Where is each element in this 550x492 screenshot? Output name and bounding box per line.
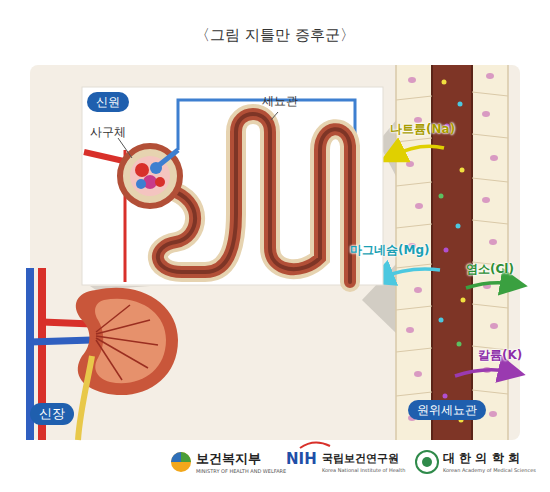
kidney	[30, 268, 178, 440]
logo-subtext: MINISTRY OF HEALTH AND WELFARE	[196, 468, 286, 474]
tag-text: 원위세뇨관	[417, 403, 477, 417]
panel	[30, 65, 520, 440]
ion-label: 나트륨(Na)	[390, 122, 455, 136]
magnesium-arrow	[380, 269, 440, 278]
logo-marks	[171, 442, 438, 473]
inset-panel	[82, 87, 383, 285]
ion-label: 마그네슘(Mg)	[350, 243, 430, 257]
tag-text: 신원	[96, 95, 120, 109]
part-label: 세뇨관	[262, 94, 298, 108]
logo-subtext: Korean Academy of Medical Sciences	[443, 467, 536, 473]
logo-text: 대 한 의 학 회	[443, 451, 520, 465]
leader-line	[271, 112, 278, 120]
tag-text: 신장	[39, 406, 65, 421]
potassium-arrow	[455, 370, 512, 376]
logo-text: NIH	[286, 450, 317, 468]
nephron	[84, 100, 355, 282]
ion-label: 염소(Cl)	[466, 262, 514, 276]
chloride-arrow	[466, 283, 514, 288]
region-tag: 신장	[30, 403, 74, 425]
leader-line	[118, 138, 132, 158]
sodium-arrow	[392, 146, 444, 156]
region-tag: 신원	[87, 92, 129, 112]
logo-text: 보건복지부	[196, 451, 261, 467]
part-label: 사구체	[90, 125, 126, 139]
logo-subtext: Korea National Institute of Health	[322, 467, 405, 473]
region-tag: 원위세뇨관	[408, 400, 486, 420]
logo-text: 국립보건연구원	[322, 452, 399, 465]
ion-label: 칼륨(K)	[478, 348, 522, 362]
title: 〈그림 지틀만 증후군〉	[0, 26, 550, 44]
